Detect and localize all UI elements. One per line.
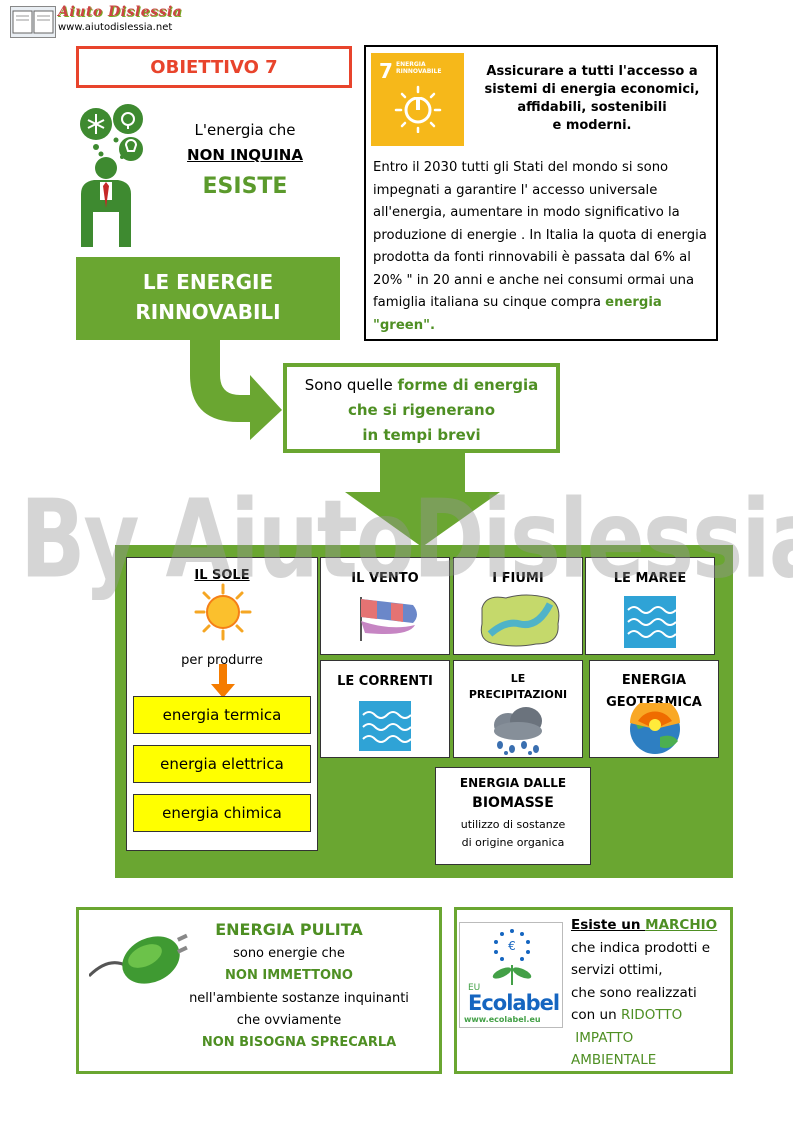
goal-box [364, 45, 718, 341]
forme-text: Sono quelle forme di energia che si rige… [304, 376, 539, 444]
energy-intro-line3: ESISTE [202, 174, 288, 199]
rain-cloud-icon [494, 707, 542, 755]
logo-title: Aiuto Dislessia [58, 4, 183, 20]
clean-energy-box: ENERGIA PULITA sono energie che NON IMME… [76, 907, 442, 1074]
earth-core-icon [630, 703, 680, 754]
sources-panel: IL SOLE per produrre energia termica ene… [115, 545, 733, 878]
objective-title: OBIETTIVO 7 [150, 57, 278, 78]
curved-arrow-icon [190, 340, 282, 440]
card-sole: IL SOLE per produrre energia termica ene… [126, 557, 318, 851]
renewables-title: LE ENERGIE RINNOVABILI [135, 270, 281, 324]
goal-body: Entro il 2030 tutti gli Stati del mondo … [373, 160, 707, 333]
card-precipitazioni: LE PRECIPITAZIONI [453, 660, 583, 758]
sun-icon [194, 583, 252, 641]
forme-box: Sono quelle forme di energia che si rige… [283, 363, 560, 453]
orange-arrow-icon [211, 664, 235, 698]
objective-box: OBIETTIVO 7 [76, 46, 352, 88]
energy-intro-line2: NON INQUINA [187, 146, 303, 164]
ecolabel-box: € EU Ecolabel www.ecolabel.eu Esiste un … [454, 907, 733, 1074]
power-sun-icon [394, 85, 442, 133]
logo-url[interactable]: www.aiutodislessia.net [58, 22, 173, 33]
svg-text:€: € [508, 939, 516, 953]
use-termica: energia termica [133, 696, 311, 734]
green-energy-highlight: energia "green" [373, 295, 662, 333]
down-arrow-icon [345, 452, 500, 547]
card-correnti: LE CORRENTI [320, 660, 450, 758]
renewables-box: LE ENERGIE RINNOVABILI [76, 257, 340, 340]
goal-headline: Assicurare a tutti l'accesso a sistemi d… [484, 64, 700, 133]
ecolabel-logo: € EU Ecolabel www.ecolabel.eu [459, 922, 563, 1028]
use-chimica: energia chimica [133, 794, 311, 832]
eco-person-icon [80, 104, 143, 247]
sole-title: IL SOLE [194, 568, 250, 583]
logo-book-icon [10, 6, 56, 38]
sdg-number: 7 [379, 59, 393, 83]
card-biomasse: ENERGIA DALLE BIOMASSE utilizzo di sosta… [435, 767, 591, 865]
sdg7-badge: 7 ENERGIA RINNOVABILE [371, 53, 464, 146]
card-fiumi: I FIUMI [453, 557, 583, 655]
card-maree: LE MAREE [585, 557, 715, 655]
windsock-icon [360, 597, 417, 641]
river-icon [480, 594, 560, 647]
sole-caption: per produrre [181, 653, 263, 668]
energy-intro-line1: L'energia che [194, 121, 296, 139]
green-plug-icon [89, 933, 188, 984]
use-elettrica: energia elettrica [133, 745, 311, 783]
sdg-label: ENERGIA RINNOVABILE [396, 61, 442, 75]
ecolabel-flower-icon: € [492, 929, 532, 985]
currents-icon [359, 701, 411, 751]
card-geotermica: ENERGIA GEOTERMICA [589, 660, 719, 758]
waves-icon [624, 596, 676, 648]
card-vento: IL VENTO [320, 557, 450, 655]
ecolabel-text: Esiste un MARCHIO che indica prodotti e … [571, 917, 718, 1068]
